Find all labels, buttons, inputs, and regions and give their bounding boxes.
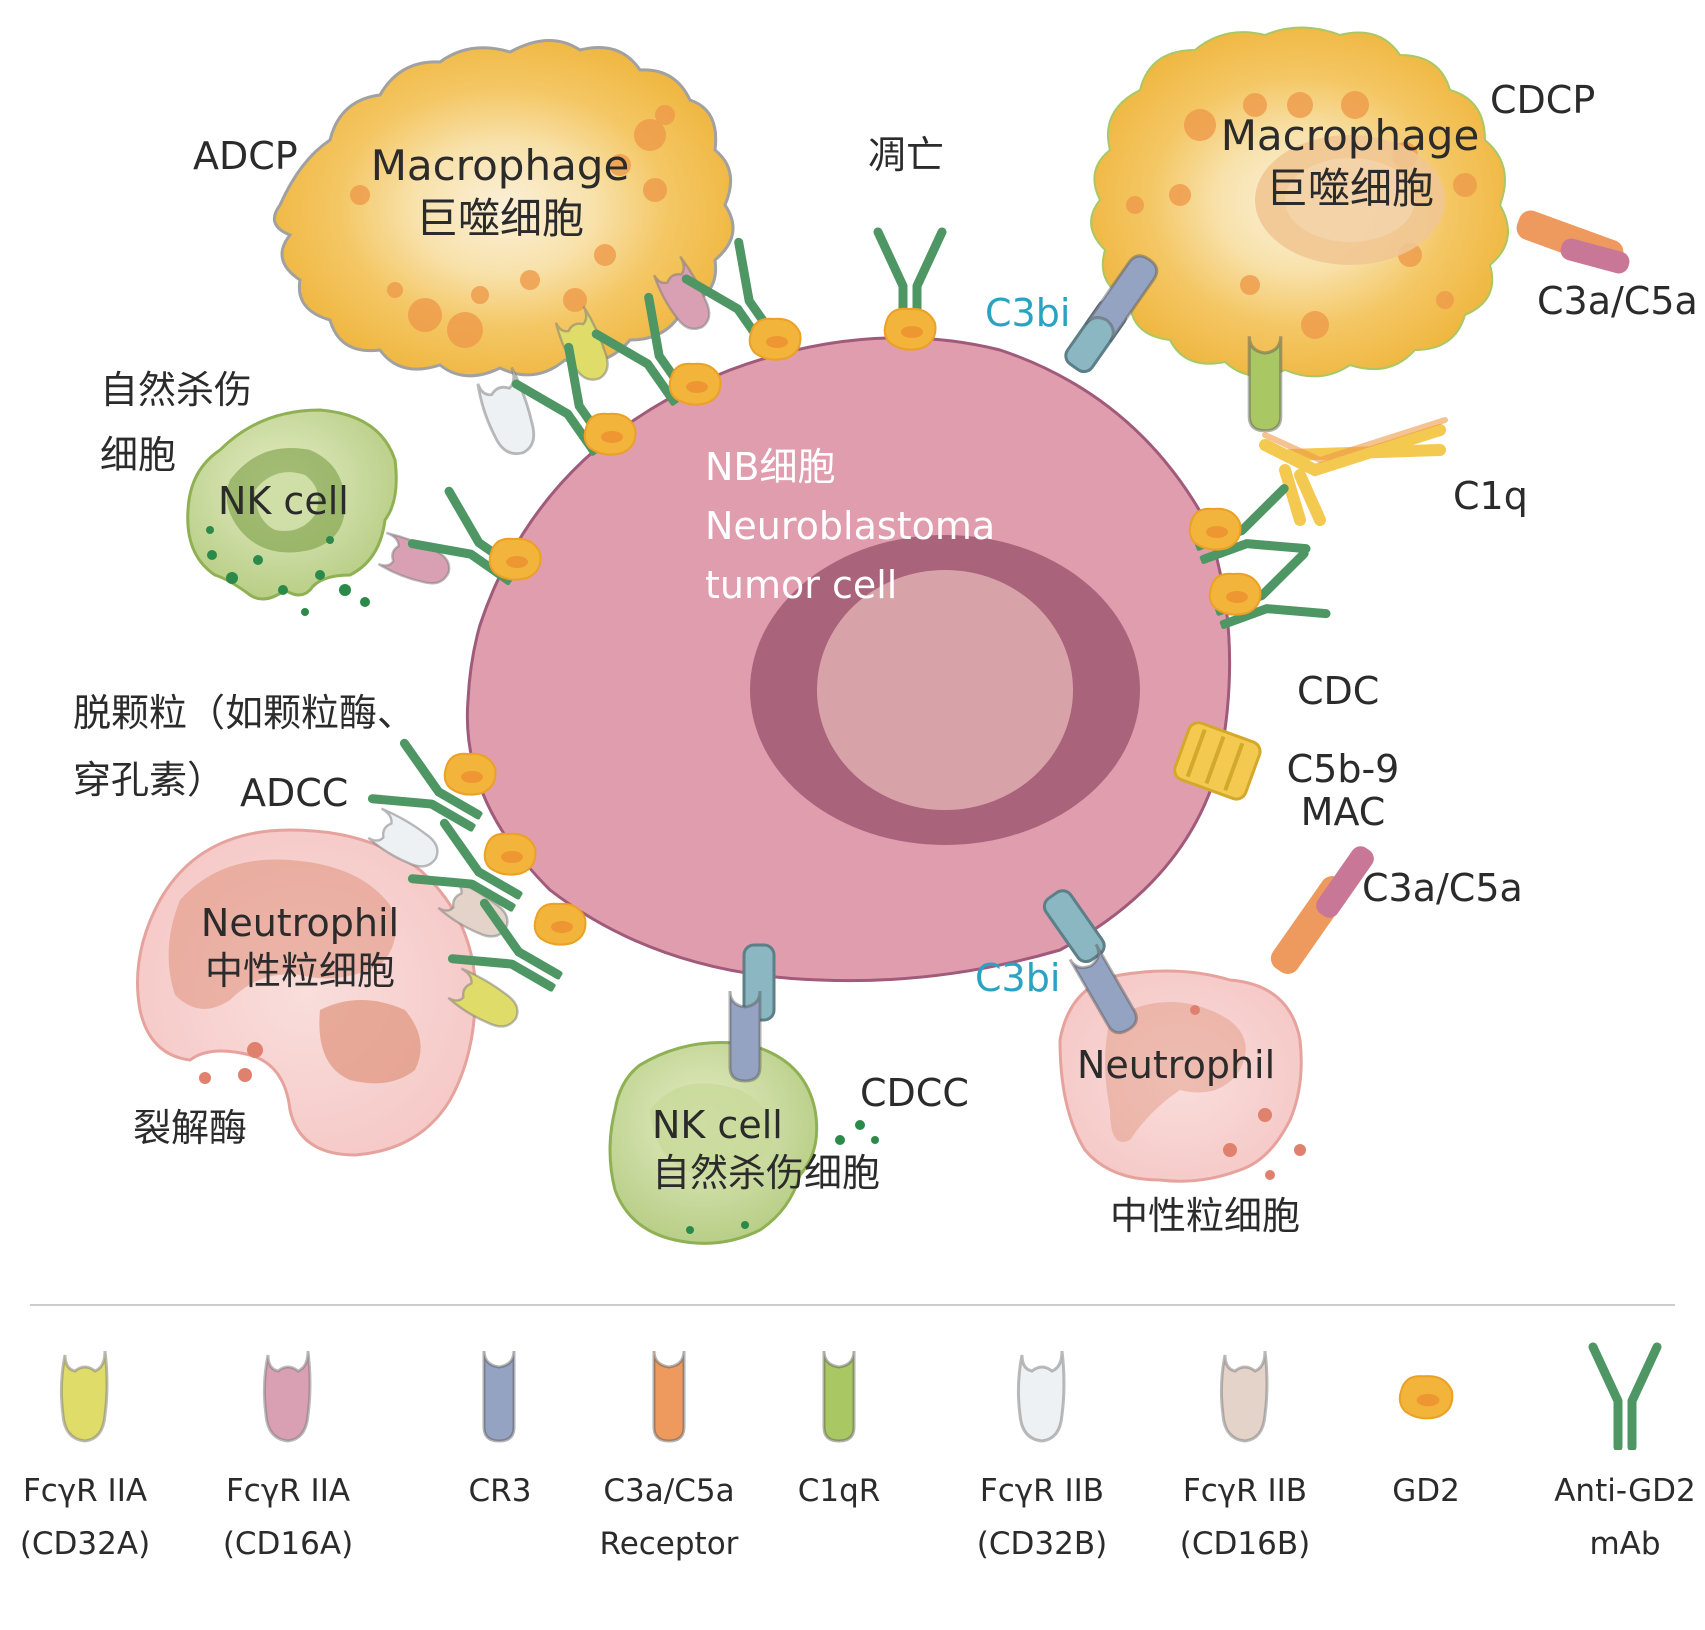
legend-label-5-line2: (CD32B) bbox=[976, 1525, 1108, 1562]
mac-label: C5b-9 MAC bbox=[1268, 748, 1418, 833]
cdcc-label: CDCC bbox=[860, 1071, 969, 1115]
neutrophil-left-label-zh: 中性粒细胞 bbox=[204, 948, 395, 993]
legend-label-6-line1: FcγR IIB bbox=[1182, 1473, 1308, 1509]
tumor-cell-label: NB细胞 Neuroblastoma tumor cell bbox=[705, 438, 995, 615]
nk-zh-line1: 自然杀伤 bbox=[100, 368, 253, 412]
legend-label-6-line2: (CD16B) bbox=[1179, 1525, 1311, 1562]
macrophage-right-label-zh: 巨噬细胞 bbox=[1265, 163, 1434, 213]
macrophage-right bbox=[1090, 26, 1509, 378]
mac-line1: C5b-9 bbox=[1286, 747, 1400, 791]
legend-label-gd2: GD2 bbox=[1346, 1465, 1506, 1518]
macrophage-right-label-en: Macrophage bbox=[1220, 111, 1480, 160]
degranulation-line1: 脱颗粒（如颗粒酶、 bbox=[73, 691, 416, 735]
legend-icon-cr3 bbox=[482, 1349, 516, 1443]
legend-label-fcgr-iib-cd16b: FcγR IIB (CD16B) bbox=[1165, 1465, 1325, 1570]
legend-icon-gd2 bbox=[1398, 1375, 1454, 1420]
legend-icons bbox=[59, 1347, 1657, 1447]
legend-label-3-line1: C3a/C5a bbox=[603, 1473, 735, 1509]
neutrophil-left-label: Neutrophil 中性粒细胞 bbox=[175, 900, 425, 995]
neutrophil-right-label: Neutrophil bbox=[1077, 1043, 1276, 1087]
legend-label-0-line1: FcγR IIA bbox=[22, 1473, 148, 1509]
legend-icon-anti-gd2-mab bbox=[1593, 1347, 1657, 1447]
neutrophil-zh-label: 中性粒细胞 bbox=[1110, 1194, 1301, 1238]
tumor-cell bbox=[465, 336, 1232, 983]
legend-icon-c3a-c5a-receptor bbox=[652, 1349, 686, 1443]
legend-label-4-line1: C1qR bbox=[797, 1473, 881, 1509]
c3bi-bottom-label: C3bi bbox=[975, 956, 1061, 1000]
lytic-enzyme-label: 裂解酶 bbox=[133, 1106, 248, 1150]
legend-label-1-line2: (CD16A) bbox=[222, 1525, 354, 1562]
legend-label-0-line2: (CD32A) bbox=[19, 1525, 151, 1562]
legend-label-cr3: CR3 bbox=[420, 1465, 580, 1518]
nk-zh-label: 自然杀伤 细胞 bbox=[100, 358, 252, 487]
legend-icon-fcgr-iib-cd32b bbox=[1016, 1349, 1066, 1443]
tumor-label-line1: NB细胞 bbox=[705, 445, 836, 489]
macrophage-left-label-en: Macrophage bbox=[370, 141, 630, 190]
degranulation-line2: 穿孔素） bbox=[73, 757, 226, 802]
cdc-label: CDC bbox=[1297, 669, 1380, 713]
neutrophil-left bbox=[136, 828, 477, 1157]
nk-zh-line2: 细胞 bbox=[100, 432, 177, 477]
macrophage-right-label: Macrophage 巨噬细胞 bbox=[1220, 110, 1480, 215]
legend-icon-fcgr-iia-cd32a bbox=[59, 1349, 109, 1443]
legend-label-1-line1: FcγR IIA bbox=[225, 1473, 351, 1509]
legend-label-8-line2: mAb bbox=[1589, 1525, 1661, 1562]
nk-cell-bottom bbox=[608, 1041, 879, 1245]
degranulation-label: 脱颗粒（如颗粒酶、 穿孔素） bbox=[73, 680, 415, 813]
nk-bottom-label: NK cell 自然杀伤细胞 bbox=[652, 1102, 880, 1197]
nk-bottom-label-en: NK cell bbox=[652, 1103, 783, 1147]
tumor-label-line2: Neuroblastoma bbox=[705, 503, 996, 548]
legend-label-c1qr: C1qR bbox=[759, 1465, 919, 1518]
legend-label-2-line1: CR3 bbox=[468, 1473, 532, 1509]
macrophage-left-label-zh: 巨噬细胞 bbox=[415, 193, 584, 243]
apoptosis-label: 凋亡 bbox=[868, 133, 945, 177]
legend-label-7-line1: GD2 bbox=[1392, 1473, 1460, 1509]
nk-bottom-label-zh: 自然杀伤细胞 bbox=[652, 1150, 881, 1195]
nk-left-label: NK cell bbox=[218, 479, 349, 523]
macrophage-left bbox=[272, 39, 735, 378]
legend-icon-c1qr bbox=[822, 1349, 856, 1443]
c3bi-top-label: C3bi bbox=[985, 291, 1071, 335]
legend-label-8-line1: Anti-GD2 bbox=[1554, 1473, 1696, 1509]
legend-icon-fcgr-iia-cd16a bbox=[262, 1349, 312, 1443]
macrophage-left-label: Macrophage 巨噬细胞 bbox=[370, 140, 630, 245]
legend-label-fcgr-iia-cd16a: FcγR IIA (CD16A) bbox=[208, 1465, 368, 1570]
legend-label-fcgr-iib-cd32b: FcγR IIB (CD32B) bbox=[962, 1465, 1122, 1570]
c3a-c5a-bottom-label: C3a/C5a bbox=[1362, 866, 1523, 910]
neutrophil-left-label-en: Neutrophil bbox=[200, 901, 400, 945]
legend-label-fcgr-iia-cd32a: FcγR IIA (CD32A) bbox=[5, 1465, 165, 1570]
binding-interfaces bbox=[362, 210, 1630, 1083]
legend-label-5-line1: FcγR IIB bbox=[979, 1473, 1105, 1509]
c1q-label: C1q bbox=[1453, 474, 1528, 518]
nk-cell-left bbox=[186, 408, 398, 616]
c3a-c5a-top-label: C3a/C5a bbox=[1537, 279, 1698, 323]
tumor-label-line3: tumor cell bbox=[705, 562, 898, 607]
legend-label-c3a-c5a-receptor: C3a/C5a Receptor bbox=[589, 1465, 749, 1570]
legend-icon-fcgr-iib-cd16b bbox=[1219, 1349, 1269, 1443]
legend-label-3-line2: Receptor bbox=[599, 1525, 739, 1562]
adcp-label: ADCP bbox=[193, 134, 298, 178]
adcc-label: ADCC bbox=[240, 771, 349, 815]
mac-line2: MAC bbox=[1300, 789, 1386, 834]
legend-label-anti-gd2-mab: Anti-GD2 mAb bbox=[1540, 1465, 1705, 1570]
cdcp-label: CDCP bbox=[1490, 78, 1596, 122]
